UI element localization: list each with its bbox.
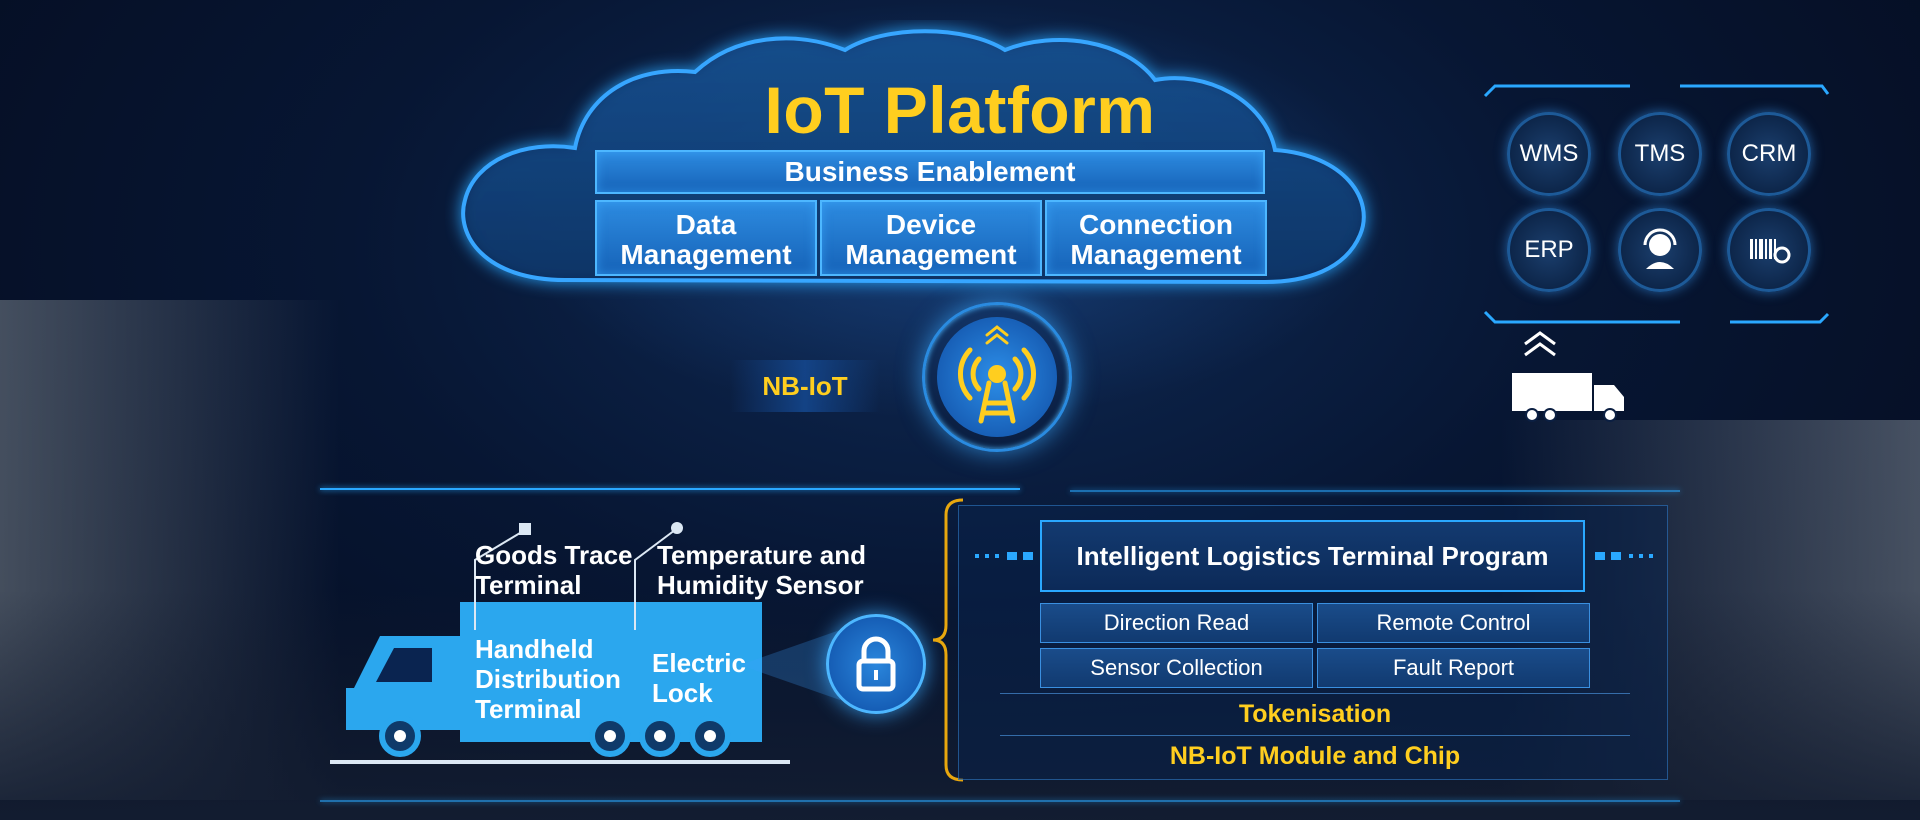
lock-circle: [826, 614, 926, 714]
connection-management-box: Connection Management: [1045, 200, 1267, 276]
business-enablement-box: Business Enablement: [595, 150, 1265, 194]
erp-app: ERP: [1507, 208, 1591, 292]
bracket: [932, 498, 964, 782]
module-line2: Management: [1070, 239, 1242, 270]
signal-tower-icon: [958, 325, 1036, 424]
module-line2: Management: [620, 239, 792, 270]
tower-ring: [922, 302, 1072, 452]
module-line2: Management: [845, 239, 1017, 270]
terminal-program-title: Intelligent Logistics Terminal Program: [1040, 520, 1585, 592]
label-line3: Terminal: [475, 694, 582, 724]
barcode-icon: [1750, 239, 1791, 264]
callout-lines: [474, 522, 683, 630]
truck-illustration: [330, 602, 790, 764]
barcode-app: [1727, 208, 1811, 292]
device-management-box: Device Management: [820, 200, 1042, 276]
apps-frame: [1483, 84, 1830, 324]
function-sensor-collection: Sensor Collection: [1040, 648, 1313, 688]
label-line1: Electric: [652, 648, 746, 678]
tms-app: TMS: [1618, 112, 1702, 196]
crm-app: CRM: [1727, 112, 1811, 196]
tokenisation-layer: Tokenisation: [1000, 693, 1630, 734]
label-line1: Handheld: [475, 634, 594, 664]
nbiot-label: NB-IoT: [730, 360, 880, 412]
lock-icon: [856, 636, 896, 692]
platform-title: IoT Platform: [764, 73, 1156, 147]
label-line1: Goods Trace: [475, 540, 633, 570]
goods-trace-label: Goods Trace Terminal: [475, 540, 633, 600]
nbiot-module-layer: NB-IoT Module and Chip: [1000, 735, 1630, 776]
dots-left: [975, 552, 1033, 560]
label-line2: Distribution: [475, 664, 621, 694]
thermometer-icon: [671, 522, 683, 534]
divider-top-left: [320, 488, 1020, 490]
divider-bottom: [320, 800, 1680, 802]
label-line1: Temperature and: [657, 540, 867, 570]
module-line1: Connection: [1079, 209, 1233, 240]
module-line1: Data: [675, 209, 737, 240]
sensor-label: Temperature and Humidity Sensor: [657, 540, 866, 600]
data-management-box: Data Management: [595, 200, 817, 276]
function-fault-report: Fault Report: [1317, 648, 1590, 688]
light-beam: [740, 630, 840, 700]
label-line2: Terminal: [475, 570, 582, 600]
delivery-truck-icon: [1512, 373, 1624, 422]
electric-lock-label: Electric Lock: [652, 648, 746, 708]
wms-app: WMS: [1507, 112, 1591, 196]
function-remote-control: Remote Control: [1317, 603, 1590, 643]
chevron-up-icon: [1524, 331, 1556, 357]
handheld-terminal-label: Handheld Distribution Terminal: [475, 634, 621, 724]
divider-top-right: [1070, 490, 1680, 492]
label-line2: Humidity Sensor: [657, 570, 864, 600]
tracker-icon: [519, 523, 531, 535]
label-line2: Lock: [652, 678, 713, 708]
customer-service-icon: [1643, 228, 1677, 269]
dots-right: [1595, 552, 1653, 560]
module-line1: Device: [885, 209, 977, 240]
customer-service-app: [1618, 208, 1702, 292]
function-direction-read: Direction Read: [1040, 603, 1313, 643]
